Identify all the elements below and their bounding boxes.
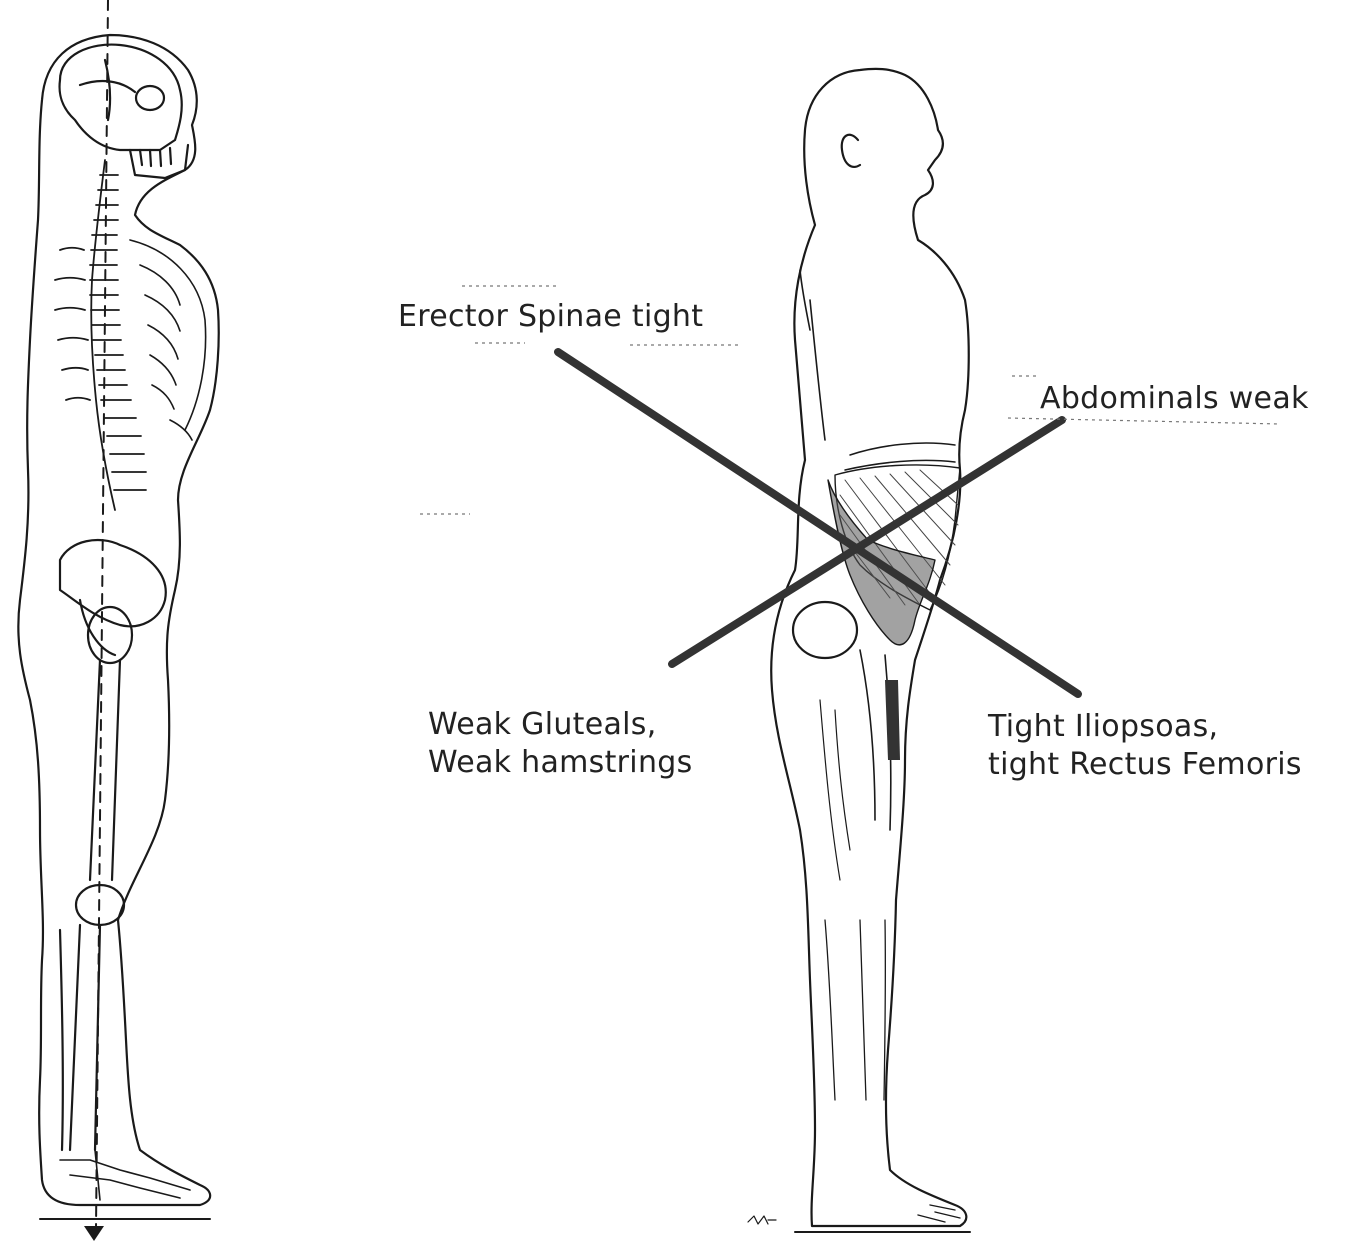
spine [55,160,146,510]
thigh-muscle-lines [820,700,850,880]
floor-scribble [748,1216,776,1224]
pelvis [60,540,166,655]
label-iliopsoas-rectus: Tight Iliopsoas, tight Rectus Femoris [988,708,1302,784]
label-gluteals-line2: Weak hamstrings [428,744,693,782]
toes [918,1205,960,1222]
foot-bones [60,1150,190,1200]
lower-leg-lines [825,920,885,1100]
arm-outline [800,270,825,440]
abdominals-to-gluteals-line [672,420,1062,664]
eye-socket [136,86,164,110]
femur-outline [860,650,891,830]
label-gluteals-line1: Weak Gluteals, [428,706,693,744]
hip-joint [88,607,132,663]
label-iliopsoas-line1: Tight Iliopsoas, [988,708,1302,746]
rectus-femoris [885,680,900,760]
tibia [60,925,100,1150]
femur [90,660,120,880]
label-abdominals: Abdominals weak [1040,380,1309,418]
label-erector-spinae: Erector Spinae tight [398,298,703,336]
label-iliopsoas-line2: tight Rectus Femoris [988,746,1302,784]
crossed-indicator-lines [558,352,1078,694]
muscle-figure [748,69,970,1232]
ear [842,135,860,167]
skeleton-body-outline [18,35,218,1205]
label-gluteals-hamstrings: Weak Gluteals, Weak hamstrings [428,706,693,782]
skeleton-figure [18,0,218,1241]
erector-to-iliopsoas-line [558,352,1078,694]
rib-cage [130,240,206,440]
plumb-arrow-icon [84,1226,104,1241]
hip-socket [793,602,857,658]
